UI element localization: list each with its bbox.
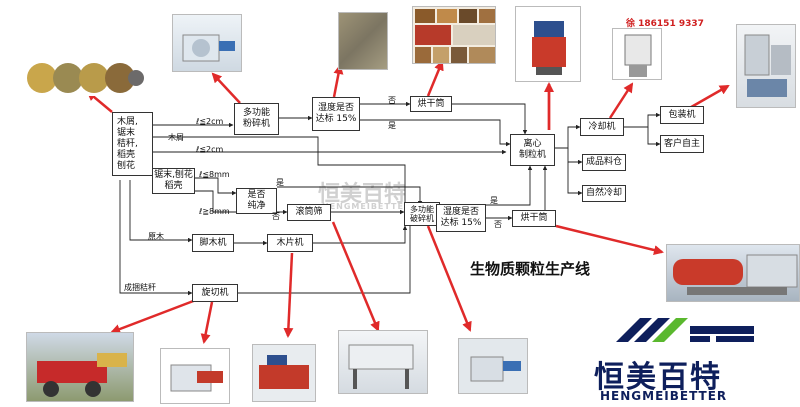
label-baled-straw: 成捆秸秆 — [124, 283, 156, 292]
debarker-box: 脚木机 — [192, 234, 234, 252]
wood-chipper-photo — [252, 344, 316, 402]
label-le2cm-b: ℓ≦2cm — [196, 145, 224, 154]
sawdust-group-box: 锯末,刨花 稻壳 — [152, 168, 195, 194]
drum-screen-photo — [338, 330, 428, 394]
dryer-collage-photo — [412, 6, 496, 64]
brand-logo-icon — [616, 318, 754, 342]
log-splitter-photo — [26, 332, 134, 402]
rotary-cutter-box: 旋切机 — [192, 284, 238, 302]
storage-silo-box: 成品料仓 — [582, 154, 626, 171]
contact-phone: 徐 186151 9337 — [626, 19, 704, 29]
sawdust-texture-photo — [338, 12, 388, 70]
label-yes-2: 是 — [276, 178, 284, 187]
crusher-photo — [458, 338, 528, 394]
production-line-photo — [666, 244, 800, 302]
label-le8mm: ℓ≦8mm — [199, 170, 230, 179]
label-wood-chips: 木屑 — [168, 133, 184, 142]
label-yes-3: 是 — [490, 196, 498, 205]
label-no-3: 否 — [494, 220, 502, 229]
mill-machine-photo — [172, 14, 242, 72]
dryer-box-1: 烘干筒 — [410, 96, 452, 112]
packing-machine-photo — [736, 24, 796, 108]
purity-check-box: 是否 纯净 — [236, 188, 277, 214]
dryer-box-2: 烘干筒 — [512, 210, 556, 227]
label-no-1: 否 — [388, 96, 396, 105]
natural-cooling-box: 自然冷却 — [582, 185, 626, 202]
packing-machine-box: 包装机 — [660, 106, 704, 124]
pellet-mill-photo — [515, 6, 581, 82]
debarker-photo — [160, 348, 230, 404]
diagram-title: 生物质颗粒生产线 — [470, 260, 591, 278]
crusher-box: 多功能 破碎机 — [404, 202, 440, 226]
moisture-check-box-2: 湿度是否 达标 15% — [436, 204, 486, 232]
client-box: 客户自主 — [660, 135, 704, 153]
label-ge8mm: ℓ≧8mm — [199, 207, 230, 216]
pellet-mill-box: 离心 制粒机 — [510, 134, 555, 166]
moisture-check-box-1: 湿度是否 达标 15% — [312, 97, 360, 131]
watermark-brand: 恒美百特 — [318, 182, 407, 207]
multi-mill-box: 多功能 粉碎机 — [234, 103, 279, 135]
label-no-2: 否 — [272, 212, 280, 221]
label-le2cm-a: ℓ≦2cm — [196, 117, 224, 126]
label-raw-wood: 原木 — [148, 232, 164, 241]
raw-material-box: 木屑, 锯末 秸秆, 稻壳 刨花 — [112, 112, 153, 176]
brand-name-en: HENGMEIBETTER — [600, 389, 728, 403]
cooler-box: 冷却机 — [580, 118, 624, 136]
wood-chipper-box: 木片机 — [267, 234, 313, 252]
watermark-brand-en: HENGMEIBETTER — [322, 202, 412, 211]
pellet-samples-photo — [24, 60, 144, 96]
cooler-machine-photo — [612, 28, 662, 80]
brand-name-cn: 恒美百特 — [594, 360, 722, 395]
drum-screen-box: 滚筒筛 — [287, 204, 331, 221]
label-yes-1: 是 — [388, 121, 396, 130]
